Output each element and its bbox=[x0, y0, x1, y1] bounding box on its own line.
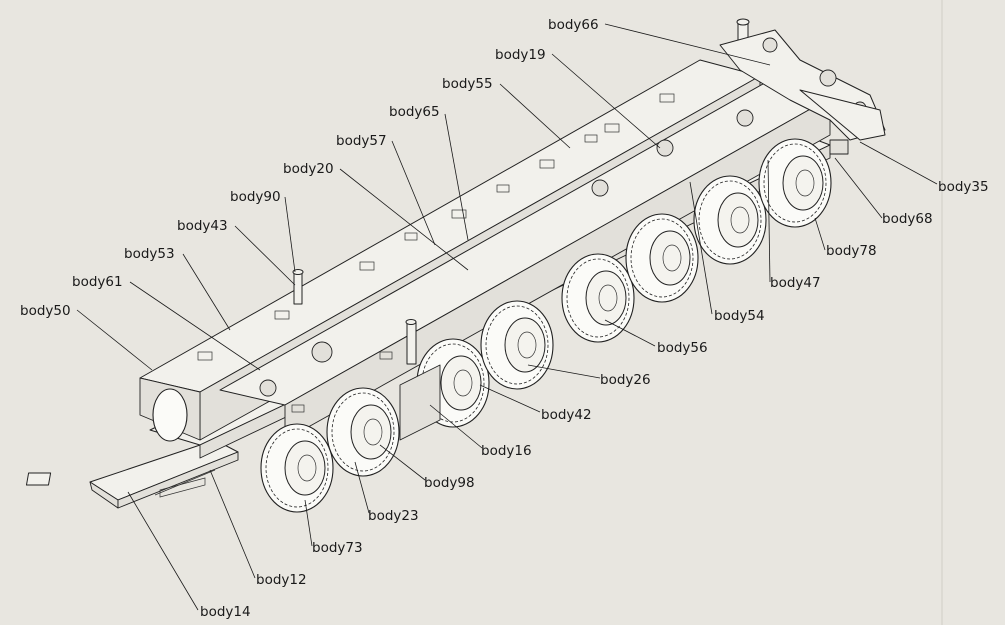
callout-body16: body16 bbox=[481, 443, 532, 459]
gears bbox=[259, 109, 754, 397]
wheel-1 bbox=[260, 423, 334, 513]
wheel-4 bbox=[480, 300, 554, 390]
callout-body20: body20 bbox=[283, 161, 334, 177]
wheel-2 bbox=[326, 387, 400, 477]
leader-lines bbox=[76, 23, 938, 611]
callout-body68: body68 bbox=[882, 211, 933, 227]
callout-body43: body43 bbox=[177, 218, 228, 234]
post-front bbox=[405, 319, 417, 365]
wheel-8 bbox=[758, 138, 832, 228]
chassis-model bbox=[25, 18, 886, 513]
callout-body73: body73 bbox=[312, 540, 363, 556]
callout-body90: body90 bbox=[230, 189, 281, 205]
callout-body56: body56 bbox=[657, 340, 708, 356]
wheel-6 bbox=[625, 213, 699, 303]
callout-body35: body35 bbox=[938, 179, 989, 195]
callout-body78: body78 bbox=[826, 243, 877, 259]
callout-body12: body12 bbox=[256, 572, 307, 588]
callout-body53: body53 bbox=[124, 246, 175, 262]
wheel-7 bbox=[693, 175, 767, 265]
callout-body61: body61 bbox=[72, 274, 123, 290]
callout-body55: body55 bbox=[442, 76, 493, 92]
callout-body54: body54 bbox=[714, 308, 765, 324]
callout-body47: body47 bbox=[770, 275, 821, 291]
callout-body66: body66 bbox=[548, 17, 599, 33]
callout-body98: body98 bbox=[424, 475, 475, 491]
callout-body14: body14 bbox=[200, 604, 251, 620]
callout-body23: body23 bbox=[368, 508, 419, 524]
callout-body26: body26 bbox=[600, 372, 651, 388]
rear-linkage bbox=[719, 29, 886, 155]
callout-body19: body19 bbox=[495, 47, 546, 63]
callout-labels: body66 body19 body55 body65 body57 body2… bbox=[20, 17, 989, 620]
callout-body42: body42 bbox=[541, 407, 592, 423]
wheel-5 bbox=[561, 253, 635, 343]
callout-body50: body50 bbox=[20, 303, 71, 319]
callout-body65: body65 bbox=[389, 104, 440, 120]
callout-body57: body57 bbox=[336, 133, 387, 149]
wheels bbox=[152, 138, 832, 513]
post-body90 bbox=[292, 269, 304, 305]
